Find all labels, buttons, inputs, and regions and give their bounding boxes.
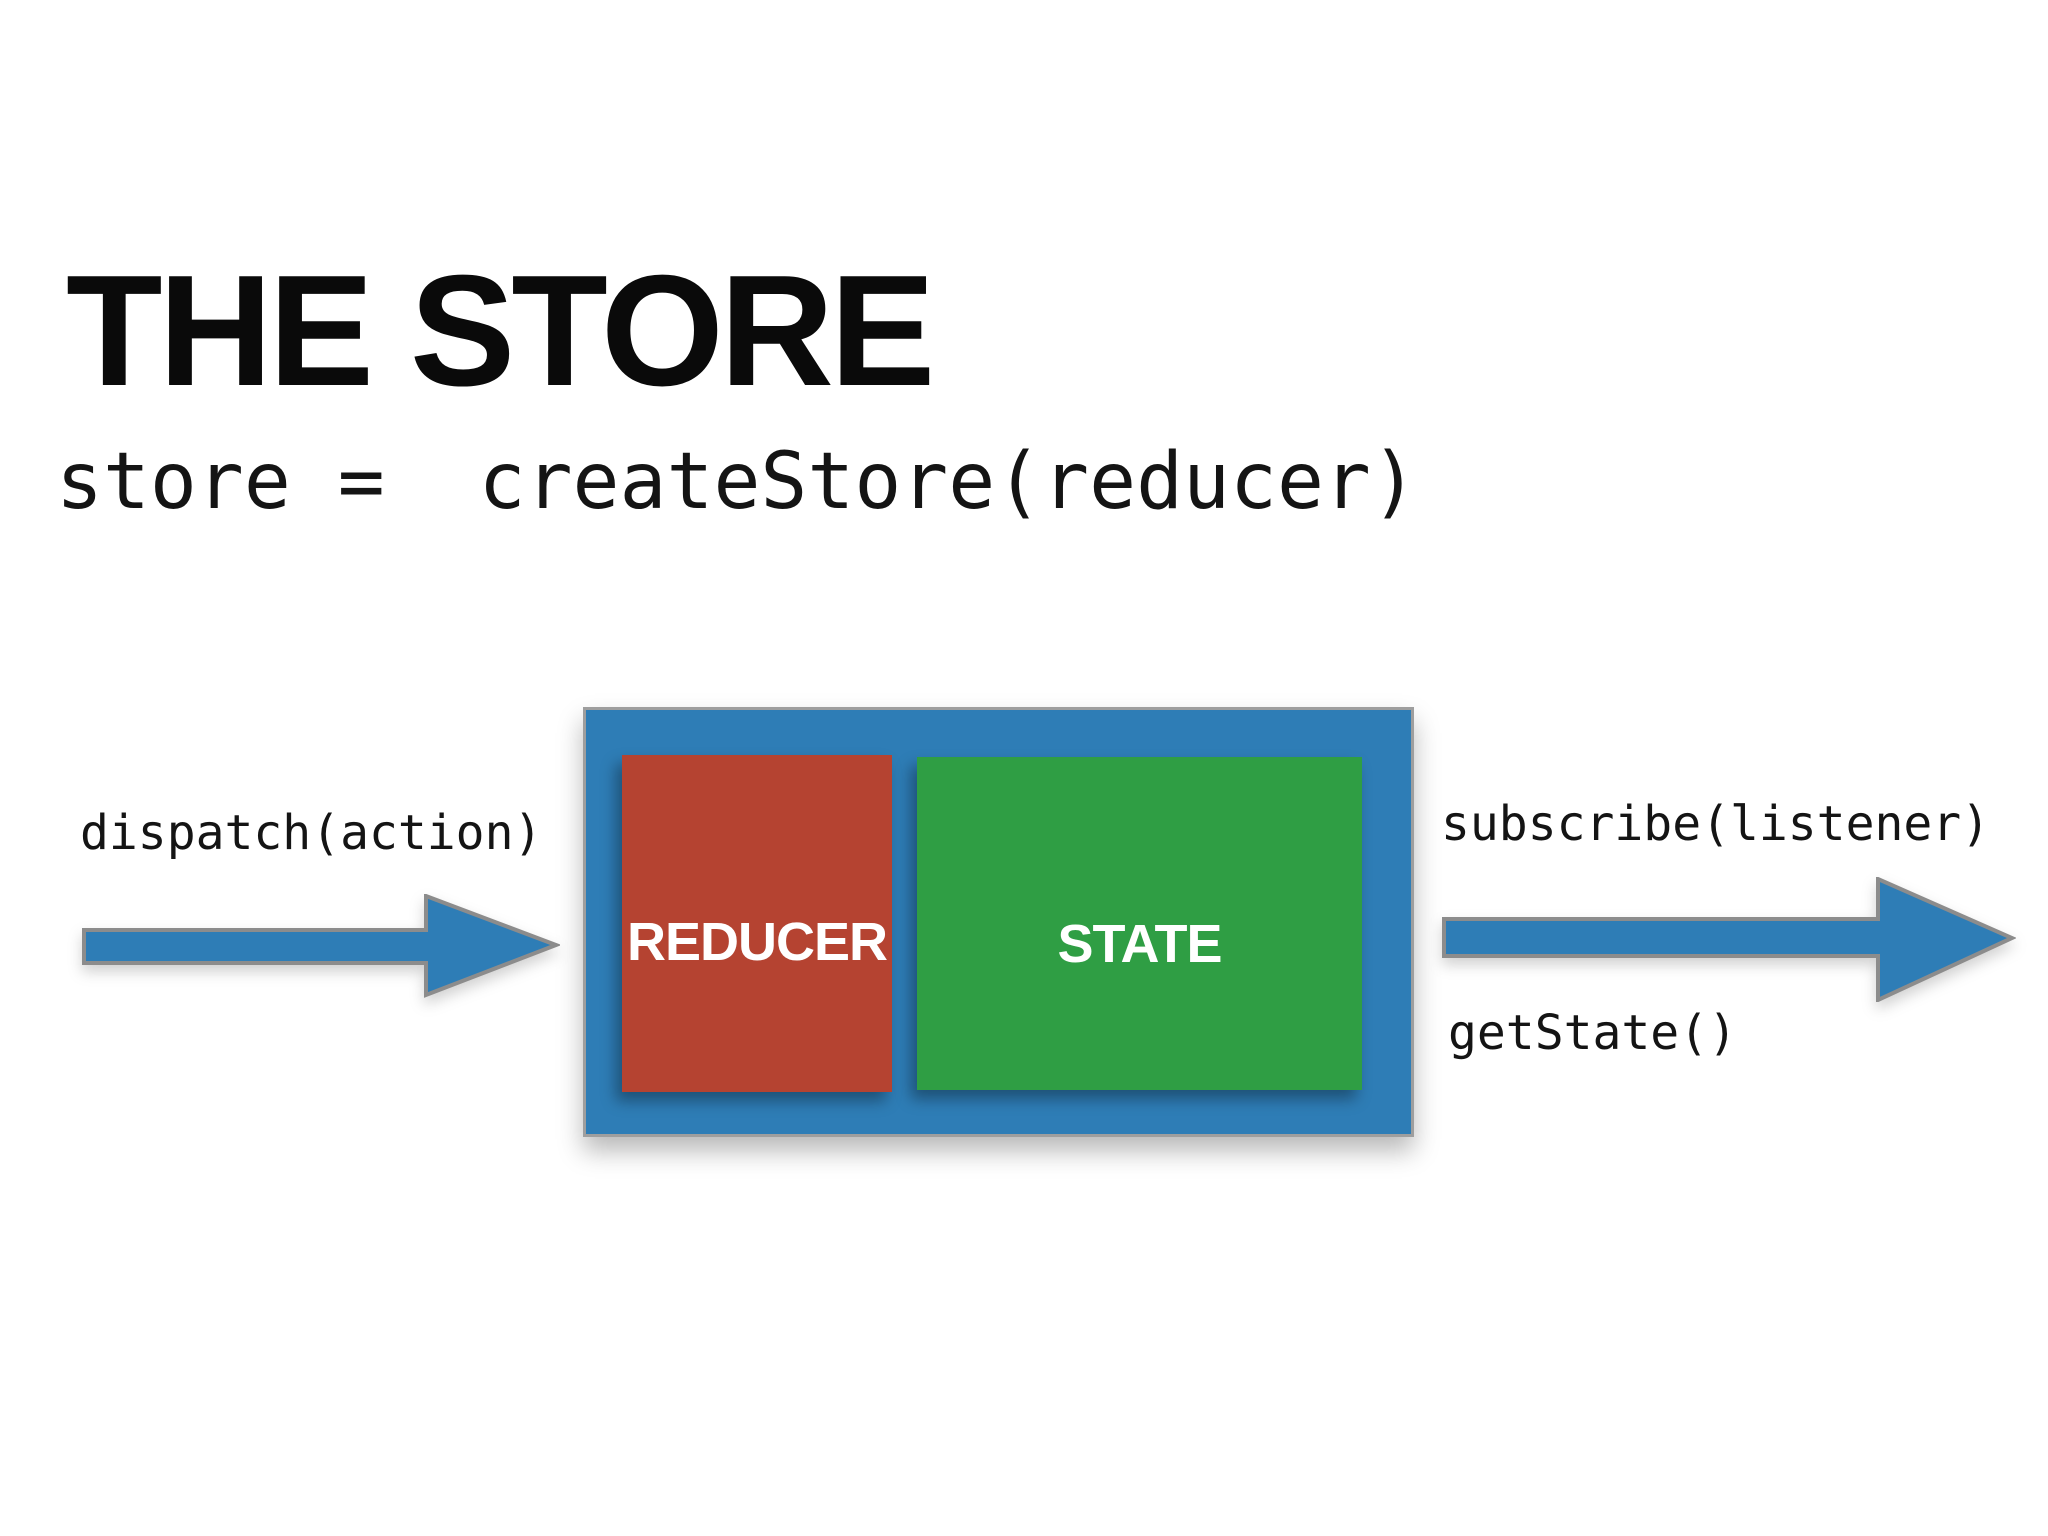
get-state-label: getState(): [1448, 1005, 1737, 1061]
store-box: REDUCER STATE: [583, 707, 1414, 1137]
state-box: STATE: [917, 757, 1362, 1090]
output-arrow-icon: [1442, 877, 2016, 1002]
output-arrow-shape: [1442, 877, 2016, 1002]
subscribe-listener-label: subscribe(listener): [1441, 796, 1991, 852]
reducer-box: REDUCER: [622, 755, 892, 1092]
dispatch-action-label: dispatch(action): [80, 805, 543, 861]
slide-title: THE STORE: [66, 243, 935, 419]
state-label: STATE: [1057, 914, 1223, 974]
dispatch-arrow-icon: [82, 894, 560, 998]
store-creation-code: store = createStore(reducer): [56, 437, 1418, 527]
reducer-label: REDUCER: [626, 912, 888, 972]
dispatch-arrow-shape: [82, 894, 560, 998]
